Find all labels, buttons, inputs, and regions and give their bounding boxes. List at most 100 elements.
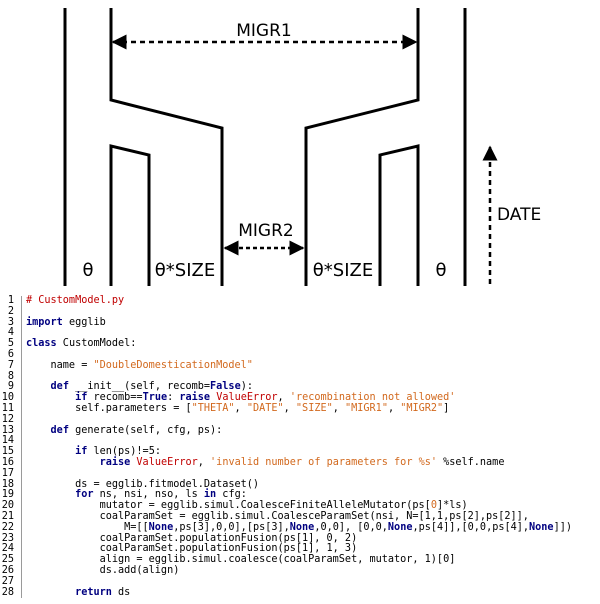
code-text: align = egglib.simul.coalesce(coalParamS… bbox=[26, 554, 600, 566]
code-token: raise bbox=[179, 392, 211, 404]
code-text: def generate(self, cfg, ps): bbox=[26, 424, 600, 437]
code-token: # CustomModel.py bbox=[26, 295, 125, 306]
code-text bbox=[26, 307, 600, 318]
code-text: ds = egglib.fitmodel.Dataset() bbox=[26, 478, 600, 491]
line-number: 15 bbox=[1, 446, 14, 458]
code-token: "DoubleDomesticationModel" bbox=[93, 359, 253, 371]
code-token: "MIGR1" bbox=[345, 402, 388, 414]
code-line: 20 mutator = egglib.simul.CoalesceFinite… bbox=[0, 500, 600, 512]
code-line: 28 return ds bbox=[0, 586, 600, 599]
code-line: 21 coalParamSet = egglib.simul.CoalesceP… bbox=[0, 510, 600, 523]
code-token: ]]) bbox=[553, 521, 572, 533]
gutter-divider bbox=[17, 425, 22, 437]
line-number: 5 bbox=[7, 338, 14, 350]
line-number: 12 bbox=[1, 413, 14, 425]
code-token: generate(self, cfg, ps): bbox=[68, 424, 223, 436]
code-token: return bbox=[75, 586, 112, 598]
code-token: , bbox=[283, 402, 296, 414]
line-number: 27 bbox=[1, 575, 14, 587]
code-token: ValueError bbox=[136, 456, 198, 468]
gutter-divider bbox=[17, 360, 22, 372]
code-token: : bbox=[167, 392, 180, 404]
gutter-divider bbox=[17, 587, 22, 599]
code-line: 4 bbox=[0, 328, 600, 340]
code-text: M=[[None,ps[3],0,0],[ps[3],None,0,0], [0… bbox=[26, 521, 600, 534]
line-number: 2 bbox=[7, 305, 14, 317]
code-token: coalParamSet.populationFusion(ps[1], 0, … bbox=[26, 532, 358, 544]
code-token bbox=[26, 489, 75, 500]
line-number: 18 bbox=[1, 478, 14, 490]
code-token: ,0,0], [0,0, bbox=[314, 521, 388, 533]
code-token: ns, nsi, nso, ls bbox=[93, 489, 204, 501]
line-number: 21 bbox=[1, 510, 14, 522]
code-token: ds.add(align) bbox=[26, 564, 180, 576]
code-token: recomb== bbox=[87, 392, 143, 404]
theta-size-right-label: θ*SIZE bbox=[313, 260, 373, 281]
line-number: 3 bbox=[7, 316, 14, 328]
line-number: 24 bbox=[1, 543, 14, 555]
code-token: M=[[ bbox=[26, 521, 149, 533]
code-token: True bbox=[142, 392, 168, 404]
line-number: 22 bbox=[1, 521, 14, 533]
gutter-divider bbox=[17, 490, 22, 502]
code-token: __init__(self, recomb= bbox=[68, 381, 211, 393]
population-model-diagram: MIGR1 MIGR2 θ θ*SIZE θ*SIZE θ DATE bbox=[63, 8, 541, 286]
code-token: self.parameters = [ bbox=[26, 402, 192, 414]
gutter-divider bbox=[17, 296, 22, 307]
code-line: 22 M=[[None,ps[3],0,0],[ps[3],None,0,0],… bbox=[0, 521, 600, 534]
line-number: 25 bbox=[1, 554, 14, 566]
line-number: 17 bbox=[1, 467, 14, 479]
gutter-divider bbox=[17, 576, 22, 588]
code-token: import bbox=[26, 316, 63, 328]
right-domestic-boundary bbox=[378, 144, 420, 286]
code-token: %self.name bbox=[436, 456, 505, 468]
code-token: ds = egglib.fitmodel.Dataset() bbox=[26, 478, 260, 490]
code-token: raise bbox=[99, 456, 131, 468]
gutter-divider bbox=[17, 501, 22, 512]
code-line: 1# CustomModel.py bbox=[0, 295, 600, 307]
gutter-divider bbox=[17, 317, 22, 329]
code-text: raise ValueError, 'invalid number of par… bbox=[26, 456, 600, 469]
code-token: None bbox=[148, 521, 174, 533]
code-token: name = bbox=[26, 359, 94, 371]
code-token: 'recombination not allowed' bbox=[289, 392, 456, 404]
code-token bbox=[26, 392, 75, 403]
code-text: mutator = egglib.simul.CoalesceFiniteAll… bbox=[26, 500, 600, 512]
code-token: None bbox=[529, 521, 554, 533]
gutter-divider bbox=[17, 382, 22, 394]
code-token: cfg: bbox=[216, 489, 247, 501]
theta-left-label: θ bbox=[82, 260, 93, 281]
code-token: None bbox=[289, 521, 315, 533]
gutter-divider bbox=[17, 403, 22, 415]
code-line: 16 raise ValueError, 'invalid number of … bbox=[0, 456, 600, 469]
code-token bbox=[26, 446, 75, 457]
code-token: , bbox=[332, 402, 346, 414]
gutter-divider bbox=[17, 468, 22, 480]
code-text: if len(ps)!=5: bbox=[26, 446, 600, 458]
code-line: 3 import egglib bbox=[0, 316, 600, 329]
code-token: ): bbox=[240, 381, 253, 393]
code-token: coalParamSet = egglib.simul.CoalescePara… bbox=[26, 510, 529, 522]
gutter-divider bbox=[17, 414, 22, 426]
line-number: 28 bbox=[1, 586, 14, 598]
code-line: 15 if len(ps)!=5: bbox=[0, 446, 600, 458]
code-token: "MIGR2" bbox=[400, 402, 444, 414]
gutter-divider bbox=[17, 306, 22, 318]
right-ancestral-boundary bbox=[304, 8, 420, 286]
gutter-divider bbox=[17, 393, 22, 404]
code-token: egglib bbox=[62, 316, 106, 328]
code-token: ds bbox=[111, 586, 131, 598]
code-line: 17 bbox=[0, 467, 600, 480]
code-token bbox=[26, 457, 100, 468]
code-line: 13 def generate(self, cfg, ps): bbox=[0, 424, 600, 437]
code-text: return ds bbox=[26, 586, 600, 599]
theta-right-label: θ bbox=[435, 260, 446, 281]
gutter-divider bbox=[17, 436, 22, 448]
code-text: self.parameters = ["THETA", "DATE", "SIZ… bbox=[26, 402, 600, 415]
gutter-divider bbox=[17, 339, 22, 350]
code-token: , bbox=[277, 392, 290, 404]
code-line: 10 if recomb==True: raise ValueError, 'r… bbox=[0, 392, 600, 404]
line-number: 7 bbox=[7, 359, 14, 371]
gutter-divider bbox=[17, 555, 22, 566]
